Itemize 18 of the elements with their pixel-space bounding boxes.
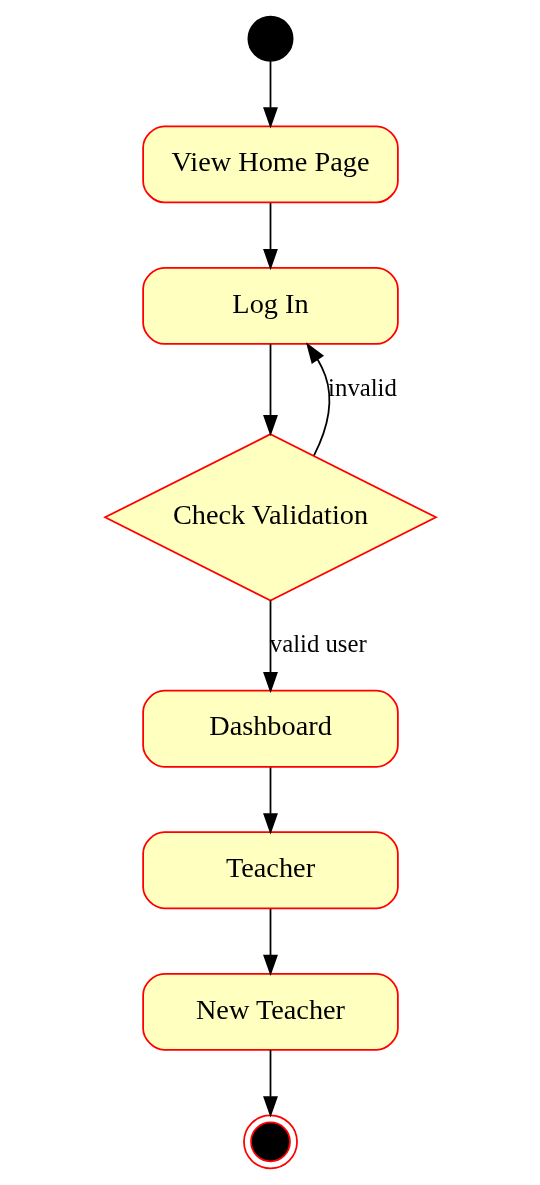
arrow xyxy=(262,1049,278,1118)
arrow xyxy=(305,342,330,457)
node-box: Log In xyxy=(141,266,399,345)
arrow xyxy=(262,599,278,694)
arrow xyxy=(262,60,278,129)
node-box: Dashboard xyxy=(141,689,399,768)
node-box: Teacher xyxy=(141,831,399,910)
arrow xyxy=(262,343,278,437)
arrow xyxy=(262,908,278,977)
edge-label: valid user xyxy=(269,630,367,658)
edge-label: invalid xyxy=(327,373,397,401)
node-box: View Home Page xyxy=(141,125,399,204)
node-circle xyxy=(247,15,293,62)
arrow xyxy=(262,766,278,835)
node-diamond: Check Validation xyxy=(102,433,438,602)
arrow xyxy=(262,202,278,271)
node-bullseye xyxy=(242,1114,298,1170)
node-box: New Teacher xyxy=(141,972,399,1051)
